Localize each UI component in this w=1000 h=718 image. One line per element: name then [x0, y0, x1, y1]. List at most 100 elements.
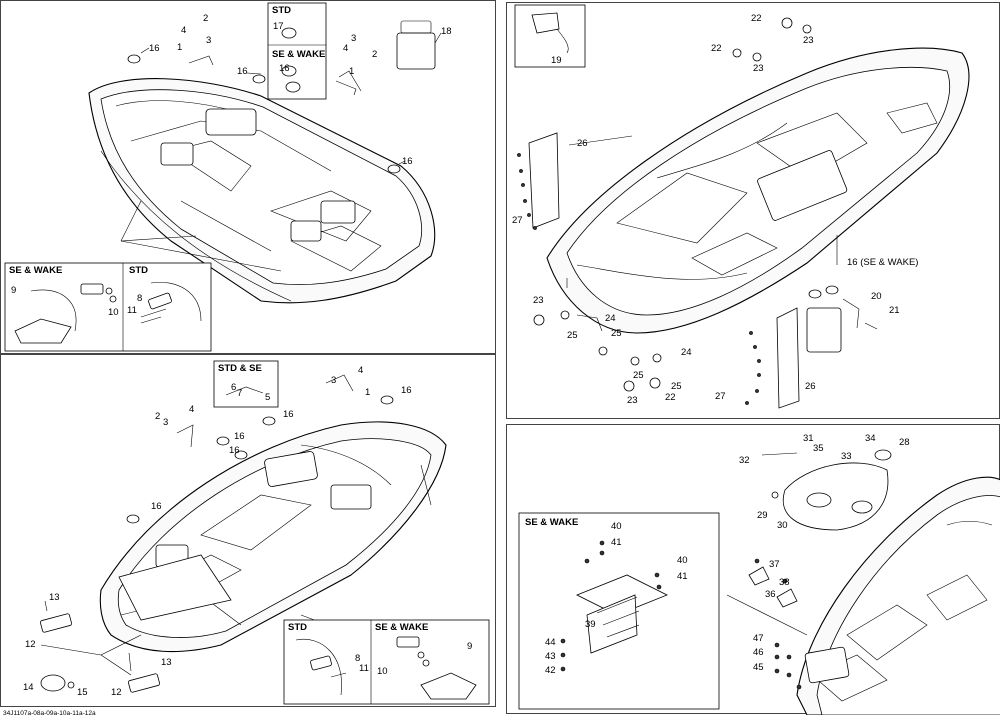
callout-9: 9: [11, 285, 16, 296]
handle-right: [335, 80, 357, 96]
callout-16: 16: [229, 445, 240, 456]
callout-40: 40: [677, 555, 688, 566]
callout-16: 16: [279, 63, 290, 74]
callout-31: 31: [803, 433, 814, 444]
floor-hatch: [757, 150, 848, 221]
light-14: [40, 674, 66, 692]
callout-4: 4: [189, 404, 194, 415]
callout-23: 23: [803, 35, 814, 46]
callout-40: 40: [611, 521, 622, 532]
callout-22: 22: [751, 13, 762, 24]
bow-assembly-diagram: SE & WAKE: [518, 449, 1000, 715]
callout-1: 1: [349, 66, 354, 77]
callout-2: 2: [372, 49, 377, 60]
callout-12: 12: [25, 639, 36, 650]
callout-38: 38: [779, 577, 790, 588]
callout-11: 11: [127, 305, 137, 316]
callout-1: 1: [177, 42, 182, 53]
windshield-console: [264, 451, 318, 487]
callout-7: 7: [237, 388, 242, 399]
swim-deck: [118, 554, 232, 621]
side-panel-26-right: [776, 307, 800, 409]
se-wake-lower-title: SE & WAKE: [375, 622, 428, 633]
callout-25: 25: [567, 330, 578, 341]
callout-27: 27: [512, 215, 523, 226]
callout-26: 26: [805, 381, 816, 392]
callout-35: 35: [813, 443, 824, 454]
panel-tr-labels: 19 22 23 22 23 26 27 23 24 25 25 16 (SE …: [507, 3, 1000, 420]
callout-21: 21: [889, 305, 900, 316]
plug-16-b: [252, 74, 266, 84]
handle-left: [188, 55, 214, 66]
callout-3: 3: [331, 375, 336, 386]
panel-br-labels: 31 35 32 33 34 28 29 30 37 38 36 47 46 4…: [507, 425, 1000, 715]
callout-18: 18: [441, 26, 452, 37]
std-se-box: [213, 360, 279, 408]
se-wake-box-title: SE & WAKE: [525, 517, 578, 528]
callout-24: 24: [605, 313, 616, 324]
cleat-12-b: [128, 673, 160, 693]
callout-10: 10: [108, 307, 119, 318]
callout-39: 39: [585, 619, 596, 630]
callout-43: 43: [545, 651, 556, 662]
callout-3: 3: [206, 35, 211, 46]
callout-3: 3: [351, 33, 356, 44]
callout-14: 14: [23, 682, 34, 693]
callout-44: 44: [545, 637, 556, 648]
callout-30: 30: [777, 520, 788, 531]
cleat-12-a: [40, 613, 72, 633]
callout-16: 16: [402, 156, 413, 167]
callout-47: 47: [753, 633, 764, 644]
side-panel-26-left: [528, 132, 560, 229]
callout-20: 20: [871, 291, 882, 302]
swim-platform-se: [14, 318, 72, 344]
panel-bottom-left: STD & SE STD SE & WAKE 4 3 1 16 2 3 4 16…: [0, 354, 496, 707]
callout-22: 22: [665, 392, 676, 403]
panel-bottom-right: SE & WAKE 31 35 32 33 34 28 29 30 37 38 …: [506, 424, 1000, 715]
deck-outline: [100, 89, 422, 286]
hull-interior-diagram: [514, 4, 970, 409]
callout-2: 2: [155, 411, 160, 422]
callout-33: 33: [841, 451, 852, 462]
callout-8: 8: [137, 293, 142, 304]
handle-right: [325, 374, 354, 392]
callout-4: 4: [343, 43, 348, 54]
callout-16: 16: [401, 385, 412, 396]
callout-5: 5: [265, 392, 270, 403]
callout-12: 12: [111, 687, 122, 698]
anchor-locker: [804, 646, 850, 684]
std-se-box-title: STD & SE: [218, 363, 262, 374]
callout-28: 28: [899, 437, 910, 448]
screws-left: [517, 153, 537, 230]
callout-25: 25: [671, 381, 682, 392]
callout-22: 22: [711, 43, 722, 54]
callout-37: 37: [769, 559, 780, 570]
callout-16: 16: [237, 66, 248, 77]
callout-25: 25: [633, 370, 644, 381]
panel-top-left: STD SE & WAKE SE & WAKE STD 16 17 4 2 3 …: [0, 0, 496, 354]
boat-diagram-se: STD & SE STD SE & WAKE: [40, 360, 490, 705]
callout-16: 16: [234, 431, 245, 442]
callout-42: 42: [545, 665, 556, 676]
std-lower-title: STD: [288, 622, 307, 633]
panel-bl-labels: 4 3 1 16 2 3 4 16 16 16 16 13 12 14 15 1…: [1, 355, 497, 708]
plug-16-a: [127, 54, 141, 64]
callout-4: 4: [181, 25, 186, 36]
handle-left: [176, 424, 194, 448]
callout-46: 46: [753, 647, 764, 658]
callout-16: 16: [151, 501, 162, 512]
callout-16: 16: [283, 409, 294, 420]
se-wake-lower-title: SE & WAKE: [9, 265, 62, 276]
callout-34: 34: [865, 433, 876, 444]
callout-29: 29: [757, 510, 768, 521]
swim-platform-se: [420, 672, 477, 700]
panel-top-right: 19 22 23 22 23 26 27 23 24 25 25 16 (SE …: [506, 2, 1000, 419]
callout-1: 1: [365, 387, 370, 398]
callout-23: 23: [533, 295, 544, 306]
callout-25: 25: [611, 328, 622, 339]
callout-27: 27: [715, 391, 726, 402]
callout-2: 2: [203, 13, 208, 24]
callout-6: 6: [231, 382, 236, 393]
footer-code: 34J1107a-08a-09a-10a-11a-12a: [3, 710, 96, 717]
std-box-title: STD: [272, 5, 291, 16]
